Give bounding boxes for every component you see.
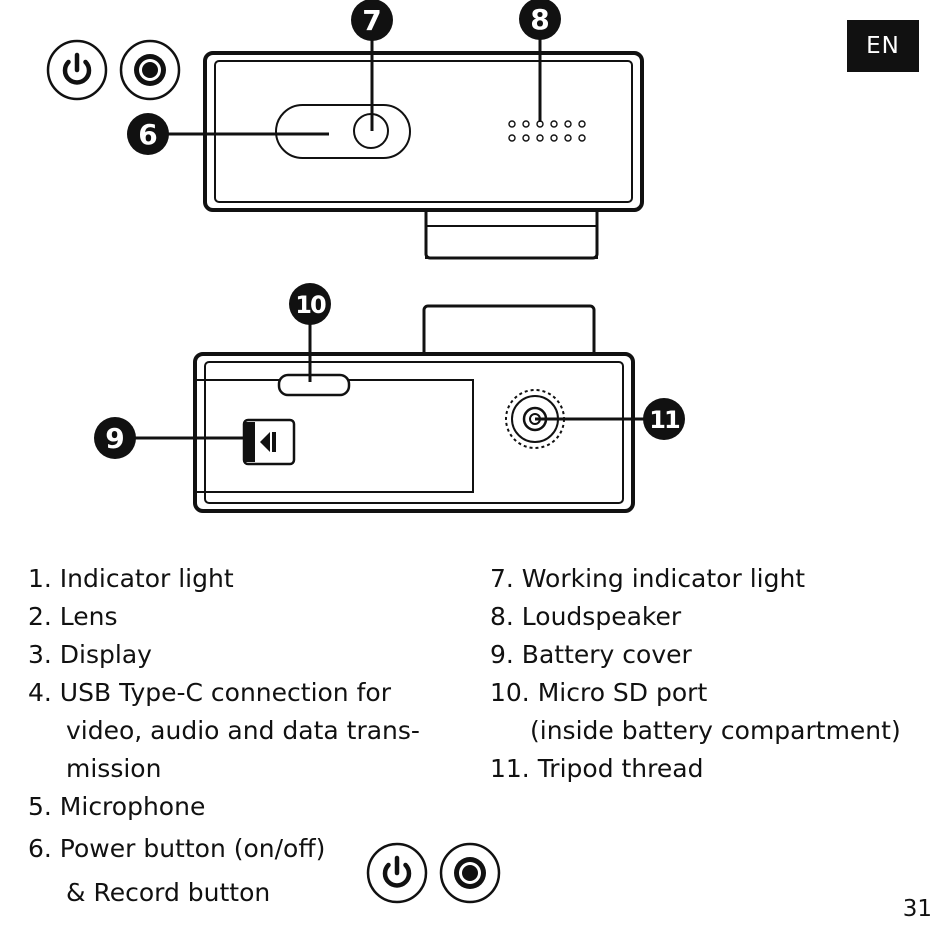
speaker-hole [508, 134, 516, 142]
speaker-hole [578, 120, 586, 128]
camera-diagram: 7 8 6 10 9 11 [46, 0, 685, 513]
legend-right: 7. Working indicator light 8. Loudspeake… [490, 560, 901, 788]
language-badge: EN [847, 20, 919, 72]
battery-latch [242, 418, 296, 466]
svg-text:6: 6 [138, 118, 157, 151]
speaker-hole [508, 120, 516, 128]
legend-item-microphone: 5. Microphone [28, 792, 206, 821]
speaker-hole [550, 120, 558, 128]
speaker-hole [522, 120, 530, 128]
legend-item-usb-c-cont: video, audio and data trans- [66, 716, 420, 745]
record-icon [439, 842, 501, 904]
svg-text:11: 11 [649, 406, 680, 434]
speaker-hole [522, 134, 530, 142]
svg-text:8: 8 [530, 3, 549, 36]
legend-item-lens: 2. Lens [28, 602, 118, 631]
legend-item-usb-c-cont: mission [66, 754, 162, 783]
power-icon [46, 39, 108, 101]
callout-leaders [134, 38, 645, 440]
legend-item-working-light: 7. Working indicator light [490, 564, 806, 593]
callout-8: 8 [519, 0, 561, 40]
legend-item-record-button: & Record button [66, 878, 271, 907]
legend-item-battery-cover: 9. Battery cover [490, 640, 692, 669]
speaker-hole [536, 134, 544, 142]
callout-7: 7 [351, 0, 393, 41]
power-icon [366, 842, 428, 904]
speaker-hole [564, 120, 572, 128]
speaker-hole [550, 134, 558, 142]
speaker-hole [564, 134, 572, 142]
callout-6: 6 [127, 113, 169, 155]
legend-item-tripod-thread: 11. Tripod thread [490, 754, 704, 783]
legend-item-micro-sd: 10. Micro SD port [490, 678, 708, 707]
callout-9: 9 [94, 417, 136, 459]
button-icons [366, 842, 501, 904]
legend-item-indicator-light: 1. Indicator light [28, 564, 234, 593]
svg-text:10: 10 [295, 291, 326, 319]
record-icon [119, 39, 181, 101]
camera-bottom-view [193, 304, 635, 513]
page-number: 31 [902, 896, 932, 922]
legend-item-display: 3. Display [28, 640, 152, 669]
legend-left: 1. Indicator light 2. Lens 3. Display 4.… [28, 560, 420, 826]
svg-text:9: 9 [105, 422, 124, 455]
callout-11: 11 [643, 398, 685, 440]
speaker-grille [508, 120, 586, 142]
speaker-hole [578, 134, 586, 142]
legend-item-power-button: 6. Power button (on/off) [28, 834, 326, 863]
callout-10: 10 [289, 283, 331, 325]
legend-item-usb-c: 4. USB Type-C connection for [28, 678, 391, 707]
power-record-button [275, 104, 411, 159]
camera-top-view [203, 51, 644, 260]
svg-text:7: 7 [362, 4, 381, 37]
legend-item-loudspeaker: 8. Loudspeaker [490, 602, 682, 631]
legend-item-micro-sd-cont: (inside battery compartment) [530, 716, 901, 745]
